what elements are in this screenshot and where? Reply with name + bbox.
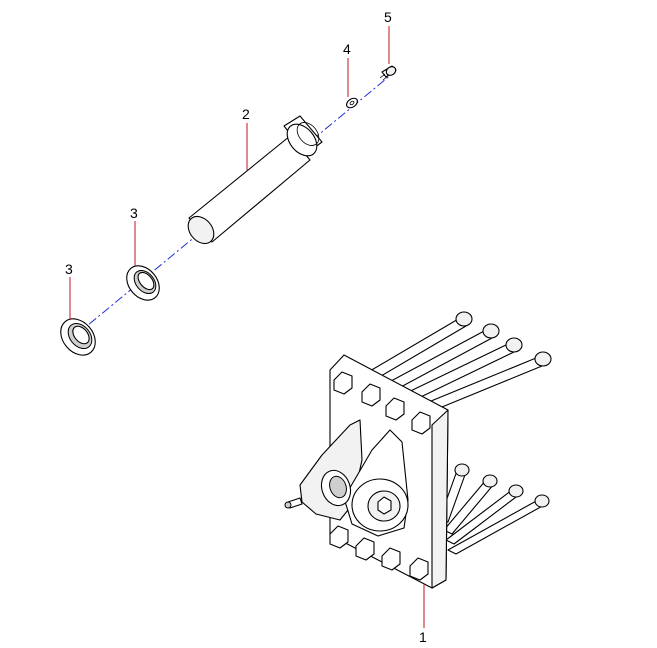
callout-1: 1 — [419, 629, 427, 645]
bracket-long-bolts-upper — [357, 311, 552, 417]
callout-numbers: 5 4 2 3 3 1 — [65, 9, 427, 645]
part-5-bolt — [379, 65, 397, 81]
part-3-bushing-lower — [60, 318, 96, 356]
callout-2: 2 — [242, 106, 250, 122]
callout-3-lower: 3 — [65, 261, 73, 277]
bracket-bolt-heads-upper — [333, 371, 431, 435]
callout-5: 5 — [384, 9, 392, 25]
part-3-bushing-upper — [126, 265, 160, 301]
callout-3-upper: 3 — [130, 205, 138, 221]
part-4-washer — [346, 97, 358, 109]
part-2-pin — [187, 115, 323, 245]
bracket-bolt-heads-lower — [329, 525, 429, 581]
callout-leaders — [69, 26, 425, 628]
callout-4: 4 — [343, 41, 351, 57]
part-1-bracket-assembly — [284, 311, 552, 589]
bracket-long-bolts-lower — [439, 463, 550, 555]
